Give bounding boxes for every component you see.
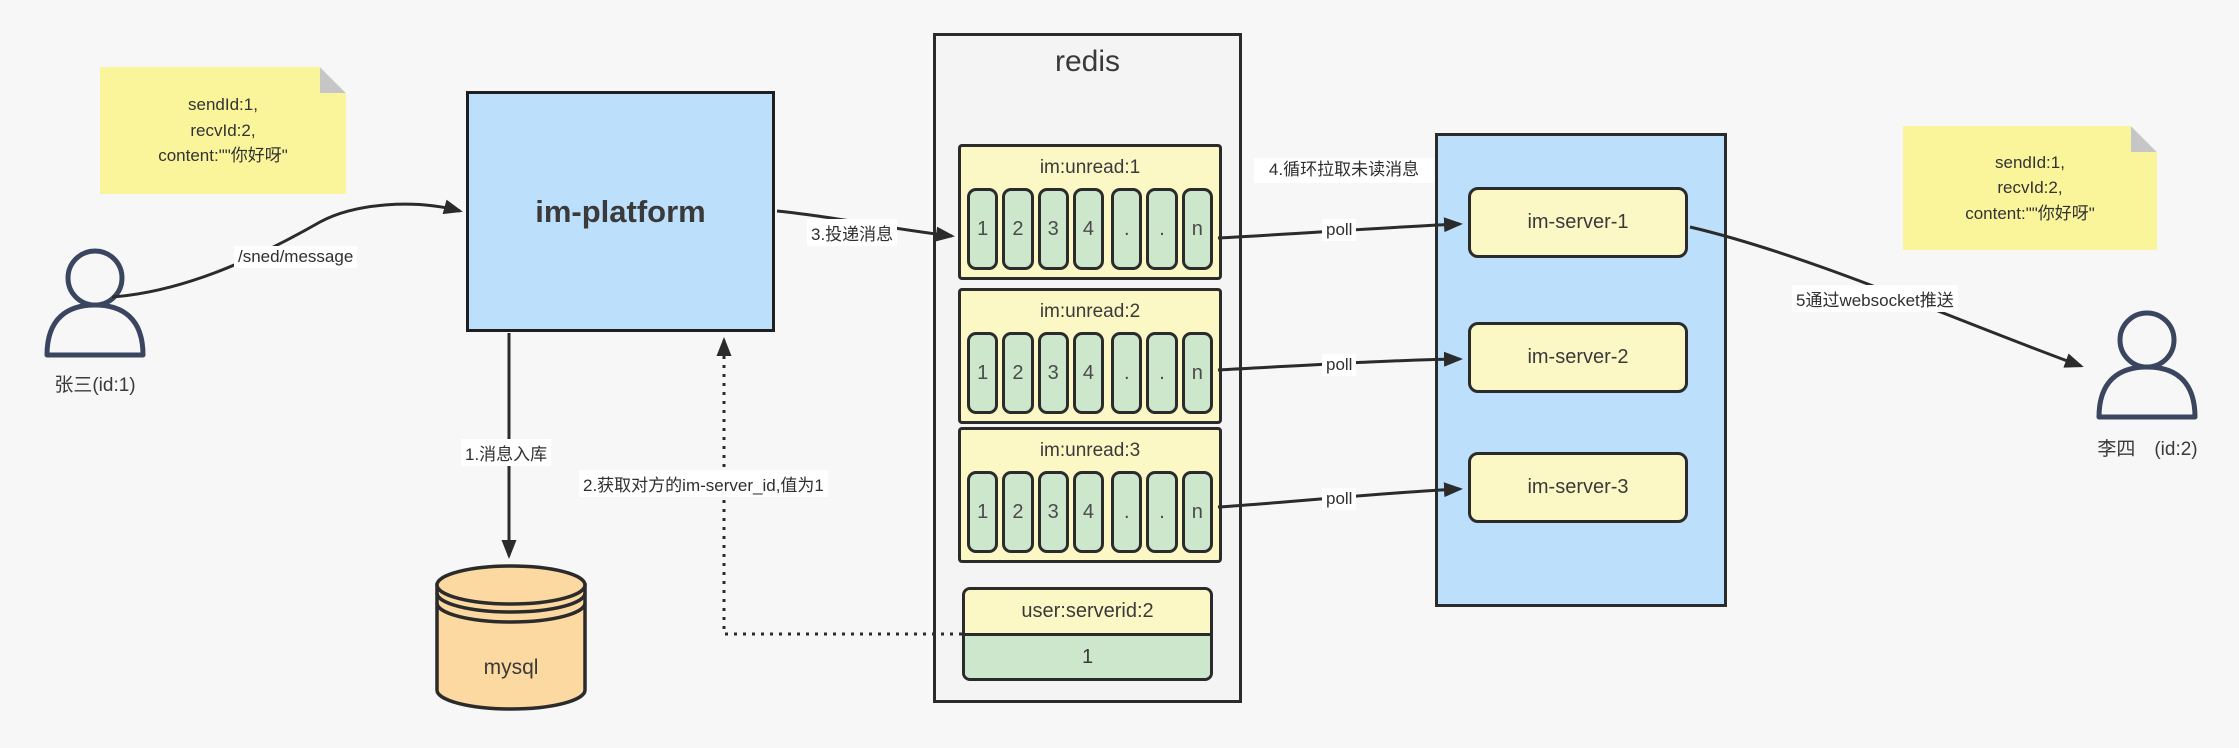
note-line: recvId:2, xyxy=(190,120,256,140)
user-serverid-box: user:serverid:2 1 xyxy=(962,587,1213,681)
note-fold-icon xyxy=(2131,126,2157,152)
step5-label: 5通过websocket推送 xyxy=(1792,285,1958,312)
queue-cell: n xyxy=(1181,471,1213,553)
queue-cell: . xyxy=(1146,471,1178,553)
step1-label: 1.消息入库 xyxy=(461,439,552,466)
queue-cell: 4 xyxy=(1072,332,1105,414)
note-line: sendId:1, xyxy=(188,95,258,115)
queue-cell: 1 xyxy=(967,471,999,553)
queue-cell: 1 xyxy=(967,188,999,270)
im-server-1-box: im-server-1 xyxy=(1468,187,1688,258)
note-line: content:""你好呀" xyxy=(158,146,288,166)
im-server-2-box: im-server-2 xyxy=(1468,322,1688,393)
mysql-label: mysql xyxy=(484,656,539,679)
poll-label-2: poll xyxy=(1322,354,1357,376)
poll-label-3: poll xyxy=(1322,488,1357,510)
im-server-2-label: im-server-2 xyxy=(1527,346,1629,368)
receiver-label: 李四 (id:2) xyxy=(2097,439,2198,460)
redis-queue-1: im:unread:1 1 2 3 4 . . n xyxy=(958,144,1222,280)
im-server-3-box: im-server-3 xyxy=(1468,452,1688,523)
step2-label: 2.获取对方的im-server_id,值为1 xyxy=(579,470,828,497)
queue-cell: . xyxy=(1146,332,1178,414)
user-serverid-key: user:serverid:2 xyxy=(965,590,1210,636)
queue-cell: 3 xyxy=(1037,332,1069,414)
queue-cell: 2 xyxy=(1002,471,1034,553)
queue-cell: 4 xyxy=(1072,471,1105,553)
queue-cell: n xyxy=(1181,188,1213,270)
step4-label: 4.循环拉取未读消息 xyxy=(1254,158,1434,183)
queue-cell: . xyxy=(1111,188,1143,270)
queue-cell: . xyxy=(1111,332,1143,414)
redis-queue-2: im:unread:2 1 2 3 4 . . n xyxy=(958,288,1222,424)
queue-cell: 2 xyxy=(1002,188,1034,270)
user-icon-receiver xyxy=(2096,310,2198,420)
im-platform-box: im-platform xyxy=(466,91,775,332)
queue-cell: . xyxy=(1111,471,1143,553)
queue-name: im:unread:3 xyxy=(1039,440,1141,461)
redis-queue-3: im:unread:3 1 2 3 4 . . n xyxy=(958,427,1222,563)
mysql-database-icon: mysql xyxy=(435,564,587,711)
queue-cell: 3 xyxy=(1037,471,1069,553)
queue-cell: 2 xyxy=(1002,332,1034,414)
queue-cell: . xyxy=(1146,188,1178,270)
send-message-label: /sned/message xyxy=(234,246,358,268)
sticky-note-left: sendId:1, recvId:2, content:""你好呀" xyxy=(100,67,346,194)
queue-cell: 1 xyxy=(967,332,999,414)
note-line: content:""你好呀" xyxy=(1965,203,2095,223)
queue-cell: n xyxy=(1181,332,1213,414)
note-line: recvId:2, xyxy=(1997,178,2063,198)
user-icon-sender xyxy=(44,248,146,358)
sticky-note-right: sendId:1, recvId:2, content:""你好呀" xyxy=(1903,126,2157,250)
im-server-3-label: im-server-3 xyxy=(1527,476,1629,498)
poll-label-1: poll xyxy=(1322,219,1357,241)
note-fold-icon xyxy=(320,67,346,93)
queue-name: im:unread:1 xyxy=(1039,157,1141,178)
note-line: sendId:1, xyxy=(1995,152,2065,172)
im-server-1-label: im-server-1 xyxy=(1527,211,1629,233)
queue-cell: 3 xyxy=(1037,188,1069,270)
queue-cell: 4 xyxy=(1072,188,1105,270)
redis-title: redis xyxy=(1054,45,1121,78)
im-platform-label: im-platform xyxy=(535,193,706,229)
user-serverid-value: 1 xyxy=(965,636,1210,678)
sender-label: 张三(id:1) xyxy=(54,375,136,396)
step3-label: 3.投递消息 xyxy=(807,219,898,246)
queue-name: im:unread:2 xyxy=(1039,301,1141,322)
